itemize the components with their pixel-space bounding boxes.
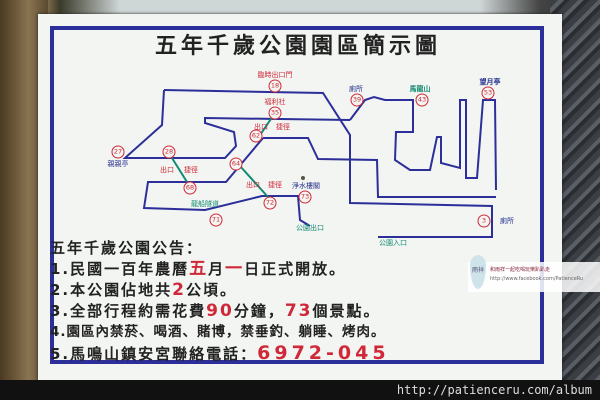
- sign-border: [50, 26, 544, 364]
- spot-27: 27: [111, 145, 125, 159]
- notice-text: 2.本公園佔地共: [50, 281, 173, 299]
- notice-text: 分鐘，: [233, 302, 285, 320]
- label-water-pavilion: 淨水樓閣: [292, 182, 320, 190]
- spot-39: 39: [350, 93, 364, 107]
- label-exit: 出口: [160, 166, 174, 174]
- watermark: 和雨祥一起吃喝玩樂趴趴走 http://www.facebook.com/Pat…: [468, 262, 600, 292]
- footer-url: http://patienceru.com/album: [396, 383, 592, 397]
- spot-72: 72: [263, 196, 277, 210]
- notice-text: 個景點。: [312, 302, 381, 320]
- footer-bar: http://patienceru.com/album: [0, 380, 600, 400]
- label-park-entrance: 公園入口: [379, 239, 407, 247]
- route-main: [163, 89, 493, 238]
- label-exit: 出口: [246, 181, 260, 189]
- spot-18: 18: [268, 79, 282, 93]
- pin: [301, 176, 305, 180]
- route-east: [349, 95, 497, 191]
- watermark-link: http://www.facebook.com/PatienceRu: [490, 276, 584, 282]
- notice-text: 5.馬鳴山鎮安宮聯絡電話：: [50, 345, 258, 363]
- label-shortcut: 捷徑: [276, 123, 290, 131]
- sign-title: 五年千歲公園園區簡示圖: [154, 34, 441, 59]
- notice-line-4: 4.園區內禁菸、喝酒、賭博，禁垂釣、躺睡、烤肉。: [50, 324, 386, 340]
- notice-highlight: 一: [225, 259, 245, 279]
- spot-68: 68: [183, 181, 197, 195]
- notice-heading: 五年千歲公園公告：: [50, 239, 204, 257]
- shortcut-28-68: [171, 157, 188, 183]
- notice-line-5: 5.馬鳴山鎮安宮聯絡電話：6972-045: [50, 343, 390, 365]
- label-exit: 出口: [254, 123, 268, 131]
- label-welfare: 福利社: [264, 98, 286, 106]
- route-return: [263, 137, 496, 198]
- notice-line-1: 1.民國一百年農曆五月一日正式開放。: [50, 259, 390, 280]
- notice-line-3: 3.全部行程約需花費90分鐘，73個景點。: [50, 301, 390, 322]
- spot-3: 3: [477, 214, 491, 228]
- phone-number: 6972-045: [257, 342, 390, 364]
- spot-53: 53: [481, 86, 495, 100]
- route-west: [122, 89, 351, 159]
- label-shortcut: 捷徑: [268, 181, 282, 189]
- route-south: [142, 137, 311, 227]
- label-dragon-tunnel: 龍船隧道: [191, 200, 219, 208]
- notice-highlight: 五: [189, 259, 209, 279]
- watermark-tagline: 和雨祥一起吃喝玩樂趴趴走: [490, 267, 551, 273]
- notice-text: 1.民國一百年農曆: [50, 260, 190, 278]
- watermark-logo: 雨祥: [470, 255, 486, 289]
- spot-35: 35: [268, 106, 282, 120]
- label-toilet: 廁所: [500, 217, 514, 225]
- park-notice: 五年千歲公園公告： 1.民國一百年農曆五月一日正式開放。 2.本公園佔地共2公頃…: [50, 238, 390, 365]
- notice-text: 日正式開放。: [244, 260, 347, 278]
- spot-73: 73: [298, 190, 312, 204]
- spot-62: 62: [249, 129, 263, 143]
- label-malong: 馬龍山: [409, 85, 431, 93]
- notice-highlight: 73: [284, 301, 313, 321]
- notice-line-2: 2.本公園佔地共2公頃。: [50, 280, 390, 301]
- label-shortcut: 捷徑: [184, 166, 198, 174]
- notice-text: 公頃。: [185, 281, 237, 299]
- spot-43: 43: [415, 93, 429, 107]
- spot-28: 28: [162, 145, 176, 159]
- notice-text: 3.全部行程約需花費: [50, 302, 207, 320]
- label-temp-exit: 臨時出口門: [257, 71, 293, 79]
- label-moon-pavilion: 望月亭: [479, 78, 501, 86]
- spot-64: 64: [229, 157, 243, 171]
- label-park-exit: 公園出口: [296, 224, 324, 232]
- spot-71: 71: [209, 213, 223, 227]
- shortcut-64-72: [239, 165, 269, 198]
- notice-text: 月: [208, 260, 226, 278]
- label-toilet: 廁所: [349, 85, 363, 93]
- notice-highlight: 2: [172, 280, 186, 300]
- notice-highlight: 90: [206, 301, 234, 321]
- label-qinqin: 親親亭: [107, 160, 129, 168]
